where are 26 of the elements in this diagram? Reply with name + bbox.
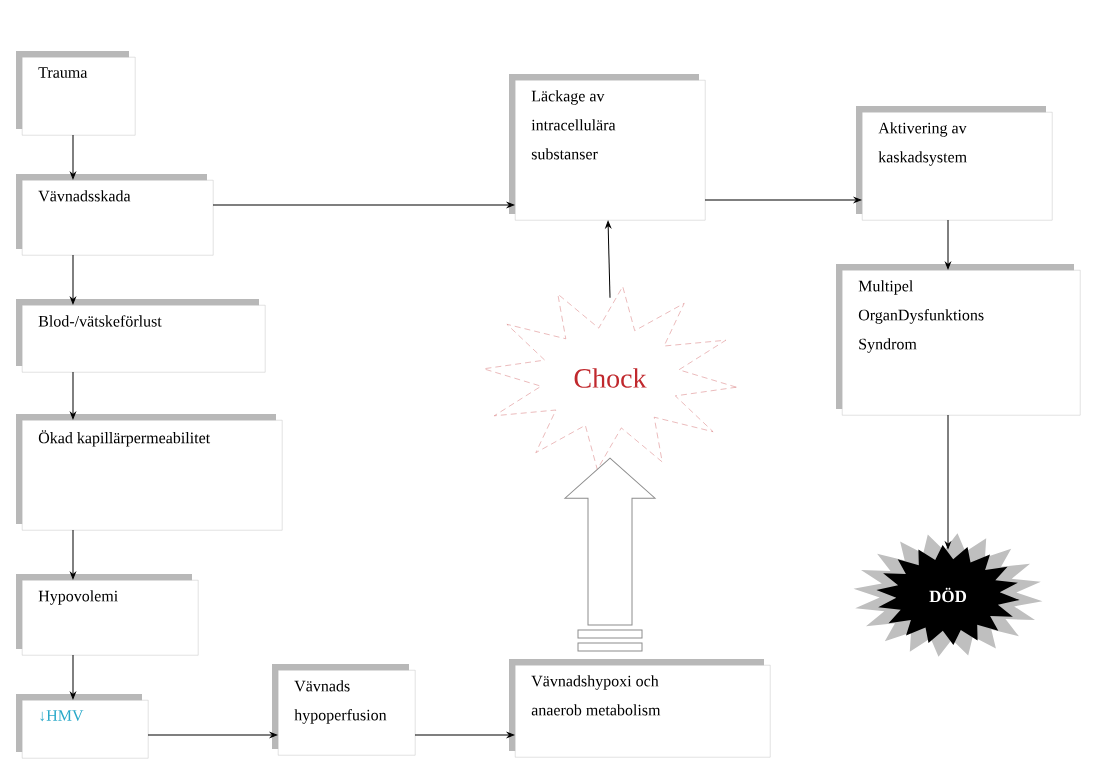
process-box: Blod-/vätskeförlust [16,299,266,373]
process-box: ↓HMV [16,694,149,759]
arrow [70,254,76,305]
process-box: Hypovolemi [16,574,199,656]
arrow [945,414,951,549]
arrow [605,220,612,299]
process-box: Vävnadshypoxi och anaerob metabolism [509,659,771,758]
arrow [414,732,515,738]
arrow [70,529,76,580]
arrow [704,197,862,203]
arrow [212,202,515,208]
arrow [70,134,76,180]
arrow [147,732,278,738]
arrow [945,219,951,270]
process-box: Vävnads hypoperfusion [272,664,416,756]
process-box: Läckage av intracellulära substanser [509,74,706,221]
process-box: Vävnadsskada [16,174,214,256]
arrow [70,654,76,700]
process-box: Ökad kapillärpermeabilitet [16,414,283,531]
process-box: Multipel OrganDysfunktions Syndrom [836,264,1081,416]
process-box: Trauma [16,51,136,136]
starburst: Chock [483,286,737,470]
process-box: Aktivering av kaskadsystem [856,106,1053,221]
arrow [70,371,76,420]
starburst: DÖD [853,533,1043,657]
block-arrow [564,457,656,652]
